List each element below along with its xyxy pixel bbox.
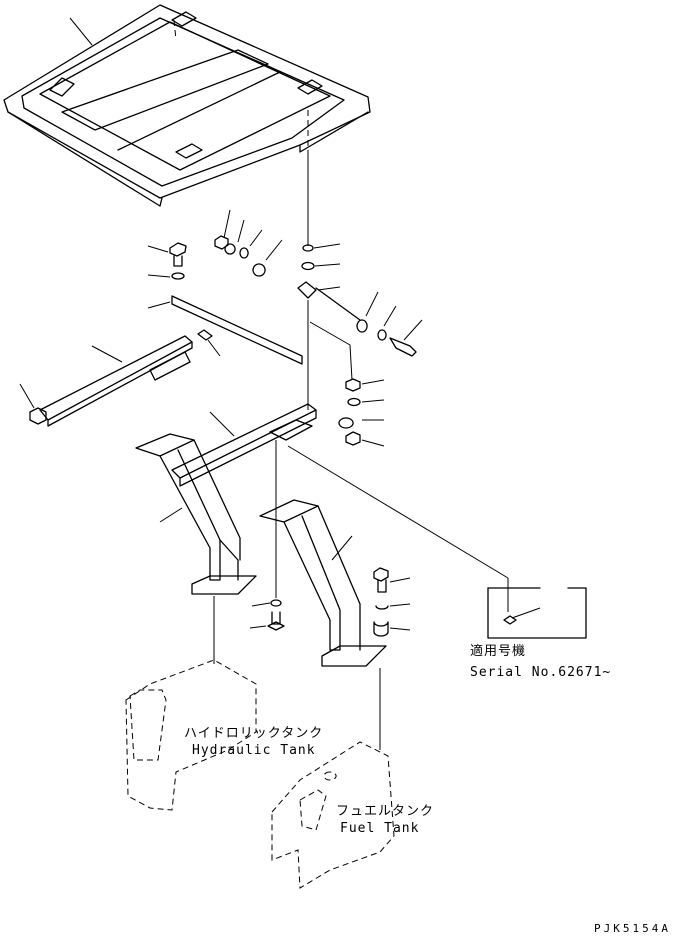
hydraulic-tank-label-jp: ハイドロリックタンク bbox=[184, 726, 323, 741]
hardware-nuts bbox=[214, 209, 283, 277]
hardware-bolts-left bbox=[147, 242, 187, 280]
rubber-strip bbox=[147, 295, 303, 365]
cover-panel bbox=[3, 4, 371, 207]
hardware-washers bbox=[297, 243, 423, 357]
hardware-bracket-bolts bbox=[373, 567, 411, 637]
serial-label-en: Serial No.62671~ bbox=[470, 665, 611, 680]
serial-box bbox=[487, 587, 587, 639]
drawing-code: PJK5154A bbox=[594, 922, 671, 935]
cross-beam bbox=[171, 403, 317, 487]
hardware-beam-nuts bbox=[338, 378, 385, 447]
beam-plate bbox=[269, 419, 313, 441]
fuel-tank-label-jp: フュエルタンク bbox=[336, 804, 434, 819]
assembly-line bbox=[309, 321, 353, 381]
leader-line bbox=[69, 17, 93, 46]
fuel-tank-label-en: Fuel Tank bbox=[340, 821, 419, 836]
hydraulic-tank bbox=[125, 659, 257, 811]
assembly-line bbox=[287, 445, 509, 579]
left-support-bracket bbox=[135, 433, 257, 664]
serial-label-jp: 適用号機 bbox=[470, 643, 526, 659]
hydraulic-tank-label-en: Hydraulic Tank bbox=[192, 743, 316, 758]
hardware-center-bolt bbox=[249, 599, 285, 631]
hidden-line bbox=[173, 19, 177, 41]
right-support-bracket bbox=[259, 499, 387, 750]
channel-member bbox=[19, 329, 221, 427]
fuel-tank bbox=[271, 741, 395, 889]
